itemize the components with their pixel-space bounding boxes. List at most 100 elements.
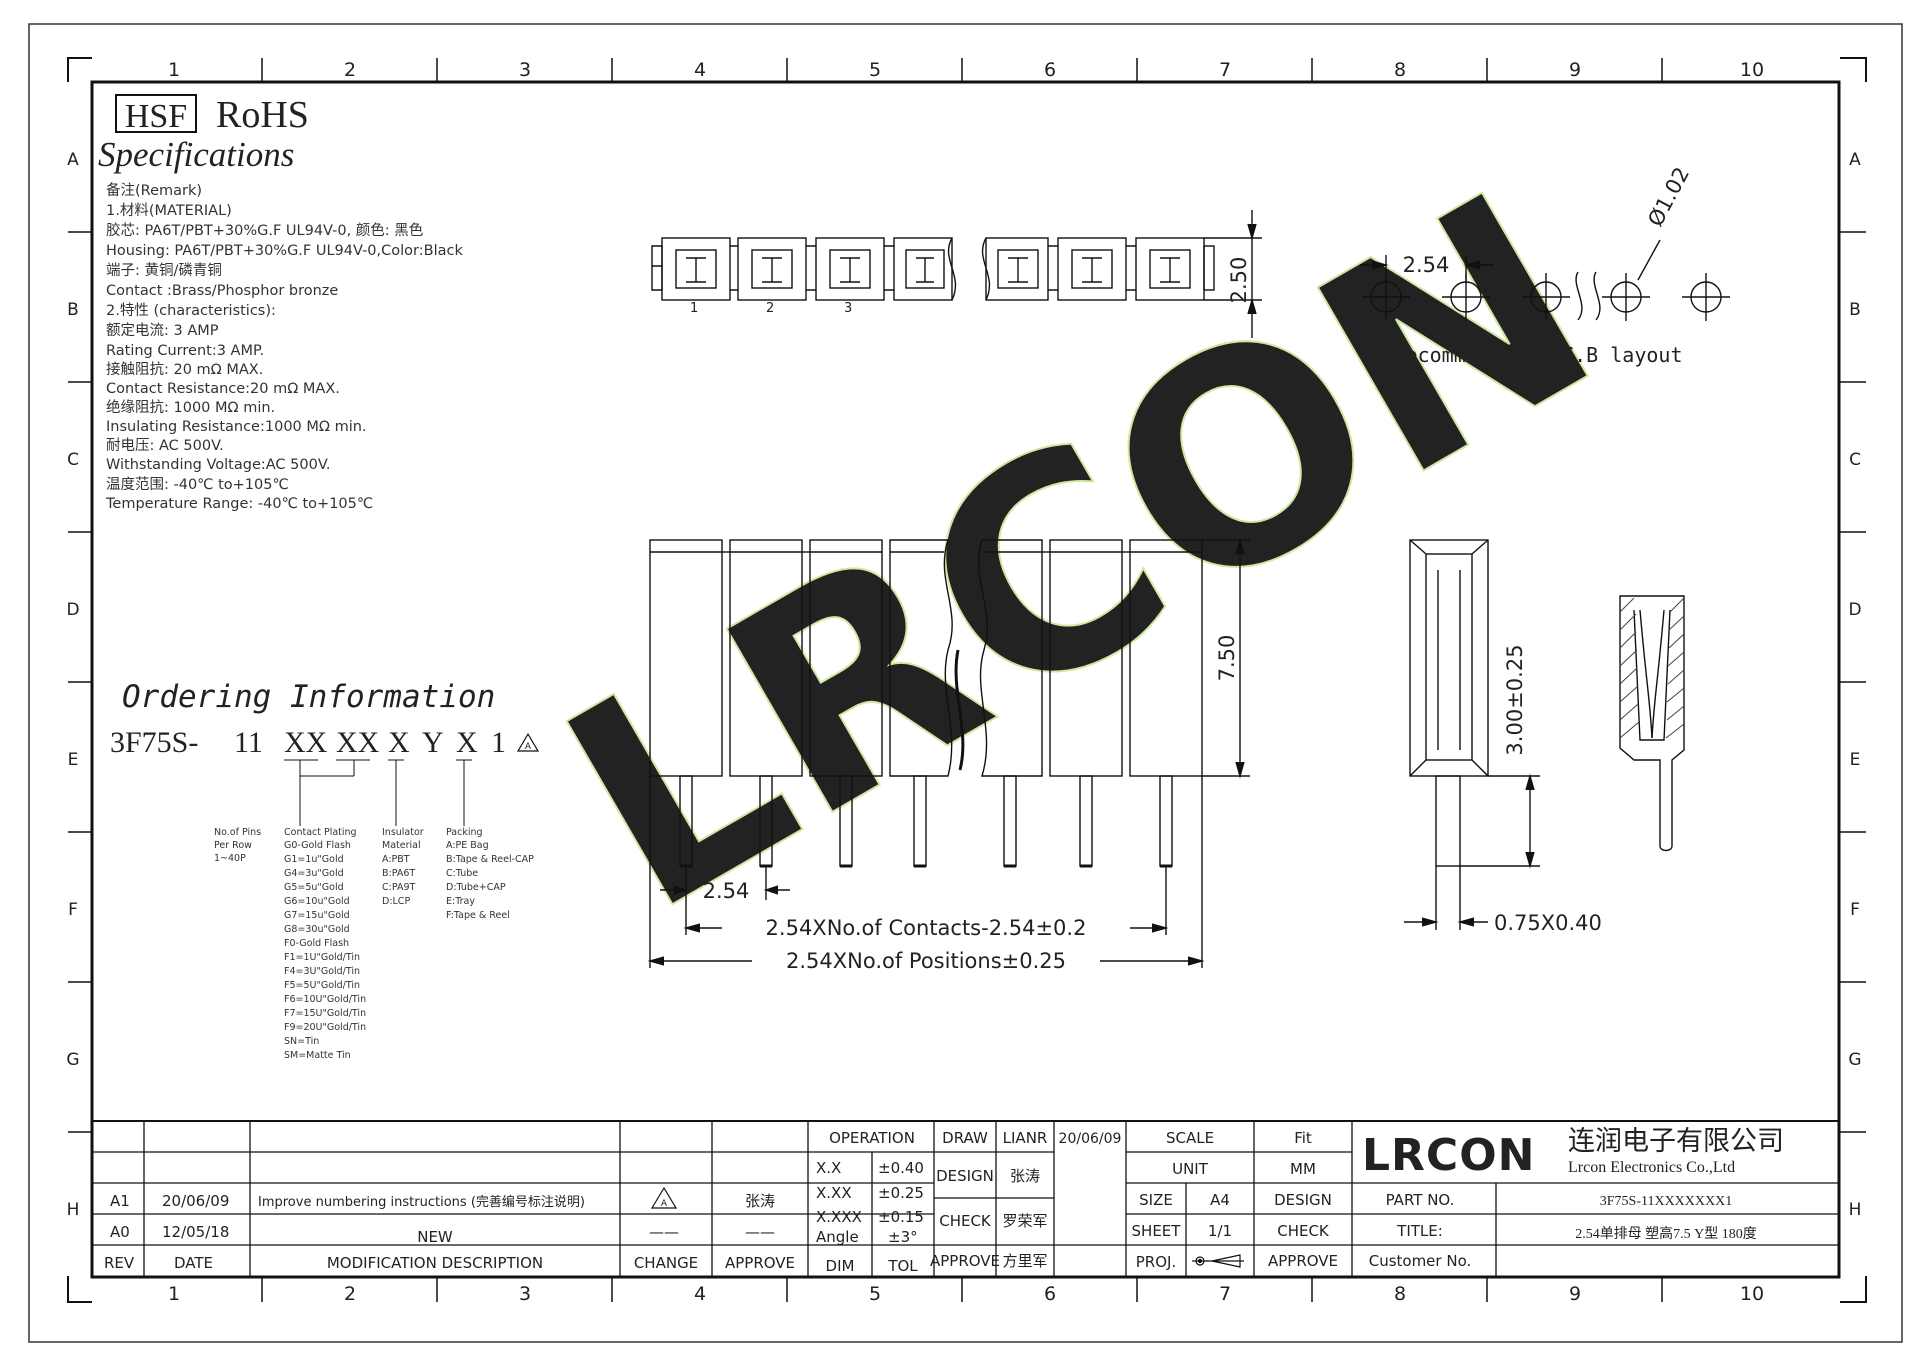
- company-name-en: Lrcon Electronics Co.,Ltd: [1568, 1159, 1735, 1176]
- spec-line: 端子: 黄铜/磷青铜: [106, 262, 222, 279]
- row-label: F: [68, 900, 78, 920]
- pcb-pitch-dim: 2.54: [1403, 253, 1450, 277]
- spec-line: 额定电流: 3 AMP: [106, 322, 219, 339]
- legend-line: C:PA9T: [382, 882, 415, 893]
- col-label: 10: [1740, 59, 1764, 81]
- pin-number: 1: [690, 301, 698, 316]
- row-labels-left: A B C D E F G H: [66, 150, 79, 1220]
- legend-line: F:Tape & Reel: [446, 910, 510, 921]
- legend-line: Per Row: [214, 840, 252, 851]
- col-label: 9: [1569, 59, 1581, 81]
- side-view: [1404, 539, 1540, 930]
- legend-line: G1=1u"Gold: [284, 854, 344, 865]
- customer-no-label: Customer No.: [1369, 1252, 1472, 1270]
- sign-block: DRAW LIANR 20/06/09 DESIGN 张涛 CHECK 罗荣军 …: [930, 1129, 1121, 1270]
- rev-row-rev: A1: [110, 1192, 130, 1210]
- hsf-badge: HSF: [125, 98, 187, 135]
- ordering-legend-insulator: Insulator Material A:PBT B:PA6T C:PA9T D…: [382, 827, 424, 907]
- front-height-dim: 7.50: [1215, 635, 1239, 682]
- size-value: A4: [1210, 1191, 1230, 1209]
- front-view: [647, 537, 1250, 968]
- legend-line: G4=3u"Gold: [284, 868, 344, 879]
- legend-line: B:PA6T: [382, 868, 415, 879]
- contact-section: [1619, 595, 1685, 852]
- tol-dim-label: DIM: [826, 1257, 855, 1275]
- spec-line: 1.材料(MATERIAL): [106, 202, 232, 219]
- pcb-layout: [1360, 239, 1730, 321]
- legend-line: F9=20U"Gold/Tin: [284, 1022, 366, 1033]
- col-label: 1: [168, 1283, 180, 1305]
- col-label: 4: [694, 1283, 706, 1305]
- info-check-label: CHECK: [1277, 1222, 1330, 1240]
- check-label: CHECK: [939, 1212, 992, 1230]
- row-label: E: [1850, 750, 1861, 770]
- front-pitch-dim: 2.54: [703, 879, 750, 903]
- top-view-height-dim: 2.50: [1227, 257, 1251, 304]
- row-label: D: [66, 600, 79, 620]
- spec-line: 2.特性 (characteristics):: [106, 302, 276, 319]
- row-labels-right: A B C D E F G H: [1848, 150, 1861, 1220]
- legend-line: SN=Tin: [284, 1036, 319, 1047]
- rev-row-rev: A0: [110, 1223, 130, 1241]
- rev-header-change: CHANGE: [634, 1254, 698, 1272]
- rev-header-desc: MODIFICATION DESCRIPTION: [327, 1254, 543, 1272]
- side-pin-length-dim: 3.00±0.25: [1503, 644, 1527, 755]
- spec-list: 备注(Remark) 1.材料(MATERIAL) 胶芯: PA6T/PBT+3…: [105, 182, 463, 512]
- rev-header-approve: APPROVE: [725, 1254, 795, 1272]
- front-contacts-dim: 2.54XNo.of Contacts-2.54±0.2: [766, 916, 1087, 940]
- ordering-legend-pins: No.of Pins Per Row 1~40P: [214, 827, 261, 864]
- row-label: E: [68, 750, 79, 770]
- rev-row-approve: 张涛: [745, 1192, 775, 1210]
- side-pin-section-dim: 0.75X0.40: [1494, 911, 1602, 935]
- legend-line: Packing: [446, 827, 483, 838]
- ordering-seg-one: 1: [491, 726, 506, 759]
- title-value: 2.54单排母 塑高7.5 Y型 180度: [1575, 1225, 1757, 1242]
- row-label: B: [67, 300, 79, 320]
- rev-row-desc: Improve numbering instructions (完善编号标注说明…: [258, 1194, 585, 1210]
- ordering-legend-plating: Contact Plating G0-Gold Flash G1=1u"Gold…: [284, 827, 366, 1061]
- column-labels-top: 1 2 3 4 5 6 7 8 9 10: [168, 59, 1764, 81]
- rev-header-rev: REV: [104, 1254, 135, 1272]
- legend-line: G0-Gold Flash: [284, 840, 351, 851]
- col-label: 2: [344, 1283, 356, 1305]
- spec-line: 备注(Remark): [106, 182, 202, 199]
- legend-line: F0-Gold Flash: [284, 938, 349, 949]
- corner-marks: [67, 57, 1867, 1303]
- row-label: A: [1849, 150, 1861, 170]
- col-label: 5: [869, 59, 881, 81]
- legend-line: G7=15u"Gold: [284, 910, 350, 921]
- legend-line: D:Tube+CAP: [446, 882, 506, 893]
- spec-line: 胶芯: PA6T/PBT+30%G.F UL94V-0, 颜色: 黑色: [106, 222, 423, 239]
- rohs-label: RoHS: [216, 94, 309, 136]
- rev-row-desc: NEW: [417, 1228, 453, 1246]
- tol-val: ±3°: [888, 1228, 918, 1246]
- col-label: 1: [168, 59, 180, 81]
- col-label: 8: [1394, 1283, 1406, 1305]
- part-no-label: PART NO.: [1386, 1191, 1455, 1209]
- col-label: 7: [1219, 59, 1231, 81]
- company-logo: LRCON: [1362, 1130, 1535, 1181]
- draw-name: LIANR: [1003, 1129, 1048, 1147]
- col-label: 8: [1394, 59, 1406, 81]
- outer-frame: [28, 23, 1903, 1343]
- ordering-rev-letter: A: [525, 742, 532, 752]
- row-label: G: [66, 1050, 79, 1070]
- rev-row-date: 12/05/18: [162, 1223, 229, 1241]
- part-no-value: 3F75S-11XXXXXXX1: [1600, 1194, 1733, 1209]
- row-label: G: [1848, 1050, 1861, 1070]
- row-label: A: [67, 150, 79, 170]
- hsf-badge-box: [115, 94, 197, 133]
- draw-date: 20/06/09: [1059, 1131, 1122, 1147]
- pin-number: 3: [844, 301, 852, 316]
- scale-label: SCALE: [1166, 1129, 1214, 1147]
- legend-line: SM=Matte Tin: [284, 1050, 351, 1061]
- pcb-hole-dim: Ø1.02: [1643, 163, 1694, 230]
- legend-line: G6=10u"Gold: [284, 896, 350, 907]
- legend-line: A:PE Bag: [446, 840, 489, 851]
- main-frame: [90, 80, 1841, 1279]
- tol-dim: X.XX: [816, 1184, 852, 1202]
- spec-line: Temperature Range: -40℃ to+105℃: [105, 496, 373, 512]
- spec-line: Contact :Brass/Phosphor bronze: [106, 283, 338, 299]
- legend-line: B:Tape & Reel-CAP: [446, 854, 534, 865]
- rev-row-change: ——: [649, 1223, 679, 1241]
